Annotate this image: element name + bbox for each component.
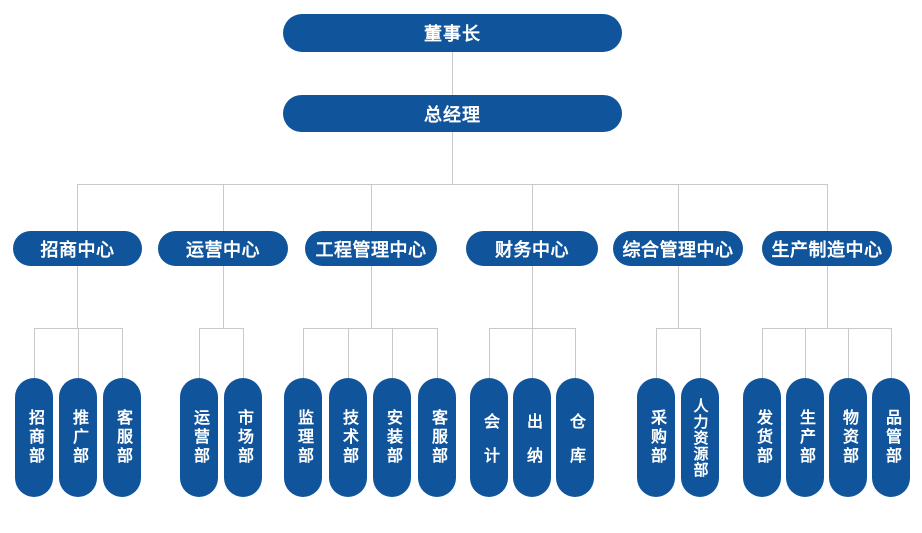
node-dept-engineering-2: 技术部 — [329, 378, 367, 497]
node-general-manager: 总经理 — [283, 95, 622, 132]
connector — [762, 328, 892, 329]
connector — [532, 328, 533, 378]
dept-label: 仓库 — [567, 412, 584, 481]
connector — [371, 266, 372, 328]
dept-label: 客服部 — [114, 409, 131, 466]
dept-label: 采购部 — [648, 409, 665, 466]
node-center-operations: 运营中心 — [158, 231, 288, 266]
connector — [437, 328, 438, 378]
node-dept-production-1: 发货部 — [743, 378, 781, 497]
connector — [223, 184, 224, 231]
connector — [678, 266, 679, 328]
connector — [199, 328, 244, 329]
node-center-engineering: 工程管理中心 — [305, 231, 437, 266]
node-dept-investment-3: 客服部 — [103, 378, 141, 497]
connector — [223, 266, 224, 328]
connector — [77, 184, 828, 185]
node-dept-production-2: 生产部 — [786, 378, 824, 497]
node-center-production: 生产制造中心 — [762, 231, 892, 266]
dept-label: 会计 — [481, 412, 498, 481]
connector — [656, 328, 701, 329]
connector — [827, 184, 828, 231]
connector — [78, 328, 79, 378]
connector — [891, 328, 892, 378]
dept-label: 品管部 — [883, 409, 900, 466]
dept-label: 出纳 — [524, 412, 541, 481]
node-chairman: 董事长 — [283, 14, 622, 52]
dept-label: 监理部 — [295, 409, 312, 466]
connector — [77, 184, 78, 231]
node-dept-investment-2: 推广部 — [59, 378, 97, 497]
dept-label: 推广部 — [70, 409, 87, 466]
connector — [303, 328, 438, 329]
dept-label: 生产部 — [797, 409, 814, 466]
connector — [827, 266, 828, 328]
dept-label: 安装部 — [384, 409, 401, 466]
dept-label: 客服部 — [429, 409, 446, 466]
connector — [122, 328, 123, 378]
connector — [700, 328, 701, 378]
connector — [848, 328, 849, 378]
connector — [199, 328, 200, 378]
node-dept-production-4: 品管部 — [872, 378, 910, 497]
dept-label: 运营部 — [191, 409, 208, 466]
node-dept-engineering-1: 监理部 — [284, 378, 322, 497]
node-dept-investment-1: 招商部 — [15, 378, 53, 497]
connector — [805, 328, 806, 378]
node-dept-finance-2: 出纳 — [513, 378, 551, 497]
dept-label: 物资部 — [840, 409, 857, 466]
node-dept-engineering-4: 客服部 — [418, 378, 456, 497]
connector — [392, 328, 393, 378]
node-dept-production-3: 物资部 — [829, 378, 867, 497]
connector — [243, 328, 244, 378]
connector — [452, 132, 453, 184]
node-center-investment: 招商中心 — [13, 231, 142, 266]
dept-label: 市场部 — [235, 409, 252, 466]
connector — [348, 328, 349, 378]
connector — [489, 328, 490, 378]
node-dept-operations-1: 运营部 — [180, 378, 218, 497]
connector — [656, 328, 657, 378]
node-dept-finance-3: 仓库 — [556, 378, 594, 497]
node-dept-admin-1: 采购部 — [637, 378, 675, 497]
dept-label: 技术部 — [340, 409, 357, 466]
node-dept-operations-2: 市场部 — [224, 378, 262, 497]
dept-label: 人力资源部 — [691, 397, 709, 478]
connector — [532, 184, 533, 231]
dept-label: 发货部 — [754, 409, 771, 466]
node-center-admin: 综合管理中心 — [613, 231, 743, 266]
connector — [678, 184, 679, 231]
node-center-finance: 财务中心 — [466, 231, 598, 266]
node-dept-engineering-3: 安装部 — [373, 378, 411, 497]
connector — [532, 266, 533, 328]
connector — [762, 328, 763, 378]
connector — [452, 52, 453, 95]
node-dept-finance-1: 会计 — [470, 378, 508, 497]
connector — [575, 328, 576, 378]
dept-label: 招商部 — [26, 409, 43, 466]
connector — [77, 266, 78, 328]
connector — [34, 328, 35, 378]
connector — [371, 184, 372, 231]
connector — [303, 328, 304, 378]
node-dept-admin-2: 人力资源部 — [681, 378, 719, 497]
